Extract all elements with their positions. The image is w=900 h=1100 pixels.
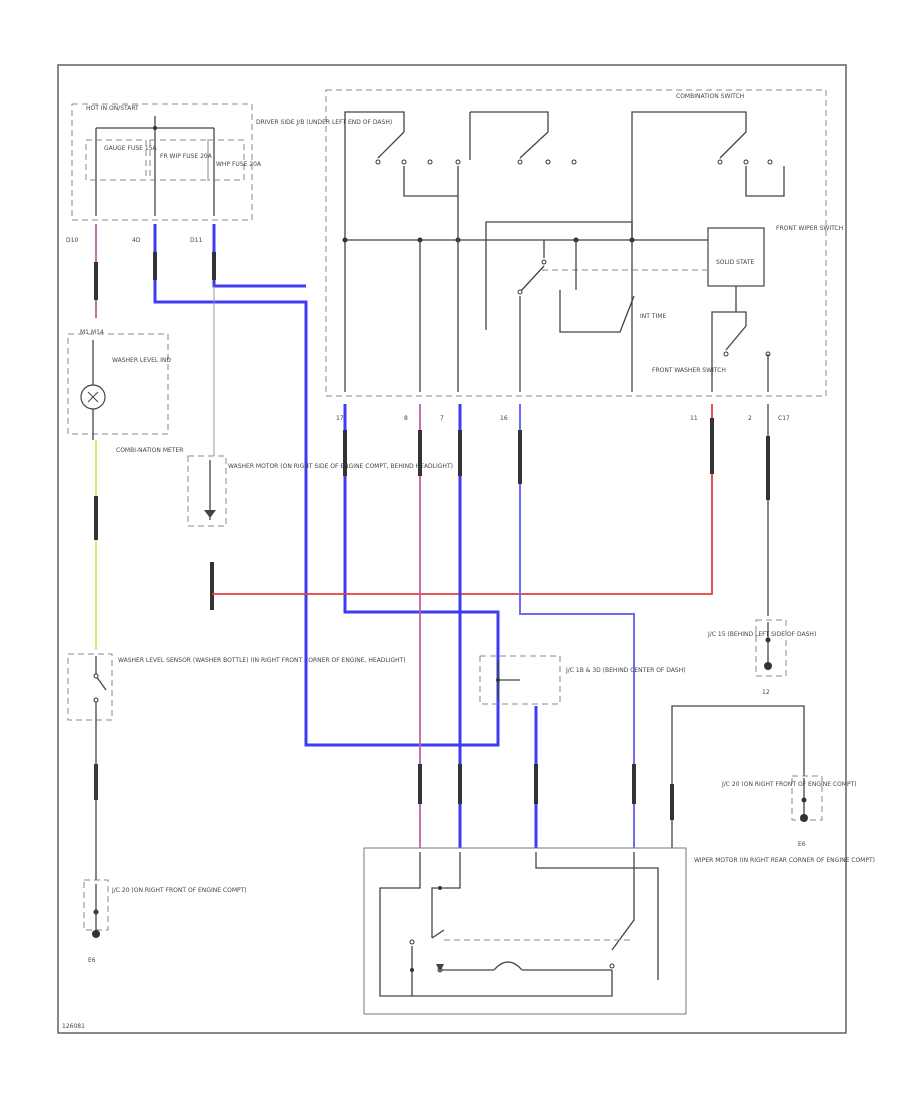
front-wiper-switch-label: FRONT WIPER SWITCH (776, 225, 843, 232)
conn-c17-label: C17 (778, 415, 790, 422)
jc-center-label: J/C 1B & 3D (BEHIND CENTER OF DASH) (565, 667, 686, 674)
jc-engine-right-label: J/C 20 (ON RIGHT FRONT OF ENGINE COMPT) (721, 781, 857, 788)
pin-2: 2 (748, 415, 752, 422)
washer-level-ind-label: WASHER LEVEL IND (112, 357, 171, 364)
jc-left-label: J/C 15 (BEHIND LEFT SIDE OF DASH) (707, 631, 816, 638)
hot-in-run-label: HOT IN ON/START (86, 105, 139, 112)
solid-state-label: SOLID STATE (716, 259, 754, 266)
pin-11: 11 (690, 415, 698, 422)
conn-4d-label: 4D (132, 237, 141, 244)
pin-7: 7 (440, 415, 444, 422)
conn-d11-label: D11 (190, 237, 202, 244)
washer-motor: WASHER MOTOR (ON RIGHT SIDE OF ENGINE CO… (187, 455, 453, 527)
combination-meter-label: COMBI-NATION METER (116, 447, 183, 454)
diagram-frame (57, 64, 847, 1034)
wiper-motor-label: WIPER MOTOR (IN RIGHT REAR CORNER OF ENG… (694, 857, 875, 864)
pin-17: 17 (336, 415, 344, 422)
pin-16: 16 (500, 415, 508, 422)
ground-e6-left-label: E6 (88, 957, 96, 964)
jb-location-label: DRIVER SIDE J/B (UNDER LEFT END OF DASH) (256, 119, 392, 126)
combination-switch-label: COMBINATION SWITCH (676, 93, 744, 100)
wire-blue-fr-wiper (153, 224, 500, 747)
jc-right-front-label: J/C 20 (ON RIGHT FRONT OF ENGINE COMPT) (111, 887, 247, 894)
junction-connector-dash-left: J/C 15 (BEHIND LEFT SIDE OF DASH) 12 (707, 619, 816, 696)
washer-level-sensor-label: WASHER LEVEL SENSOR (WASHER BOTTLE) (IN … (118, 657, 406, 664)
wire-blue-washer-fuse (212, 224, 306, 288)
junction-connector-center: J/C 1B & 3D (BEHIND CENTER OF DASH) (479, 655, 686, 705)
ground-12-label: 12 (762, 689, 770, 696)
junction-connector-engine-right: J/C 20 (ON RIGHT FRONT OF ENGINE COMPT) … (721, 775, 857, 848)
pin-8: 8 (404, 415, 408, 422)
ground-e6-right-label: E6 (798, 841, 806, 848)
footer-code: 126081 (62, 1023, 85, 1030)
fuse-fr-label: FR WIP FUSE 20A (160, 153, 213, 160)
driver-side-junction-block: HOT IN ON/START GAUGE FUSE 15A FR WIP FU… (71, 103, 392, 221)
wire-wiper-ground (671, 705, 805, 848)
washer-level-indicator: WASHER LEVEL IND (67, 333, 171, 440)
front-washer-switch-label: FRONT WASHER SWITCH (652, 367, 726, 374)
junction-connector-left: J/C 20 (ON RIGHT FRONT OF ENGINE COMPT) … (83, 879, 247, 964)
wiper-motor: WIPER MOTOR (IN RIGHT REAR CORNER OF ENG… (363, 847, 875, 1015)
wire-pin16 (519, 404, 635, 848)
conn-d10-label: D10 (66, 237, 78, 244)
int-time-label: INT TIME (640, 313, 666, 320)
fuse-gauge-label: GAUGE FUSE 15A (104, 145, 157, 152)
washer-level-sensor: WASHER LEVEL SENSOR (WASHER BOTTLE) (IN … (67, 653, 406, 760)
washer-motor-label: WASHER MOTOR (ON RIGHT SIDE OF ENGINE CO… (228, 463, 453, 470)
combination-switch: COMBINATION SWITCH SOLID STATE (325, 89, 843, 397)
fuse-whp-label: WHP FUSE 20A (216, 161, 262, 168)
conn-m14-label: M1 M14 (80, 329, 104, 336)
